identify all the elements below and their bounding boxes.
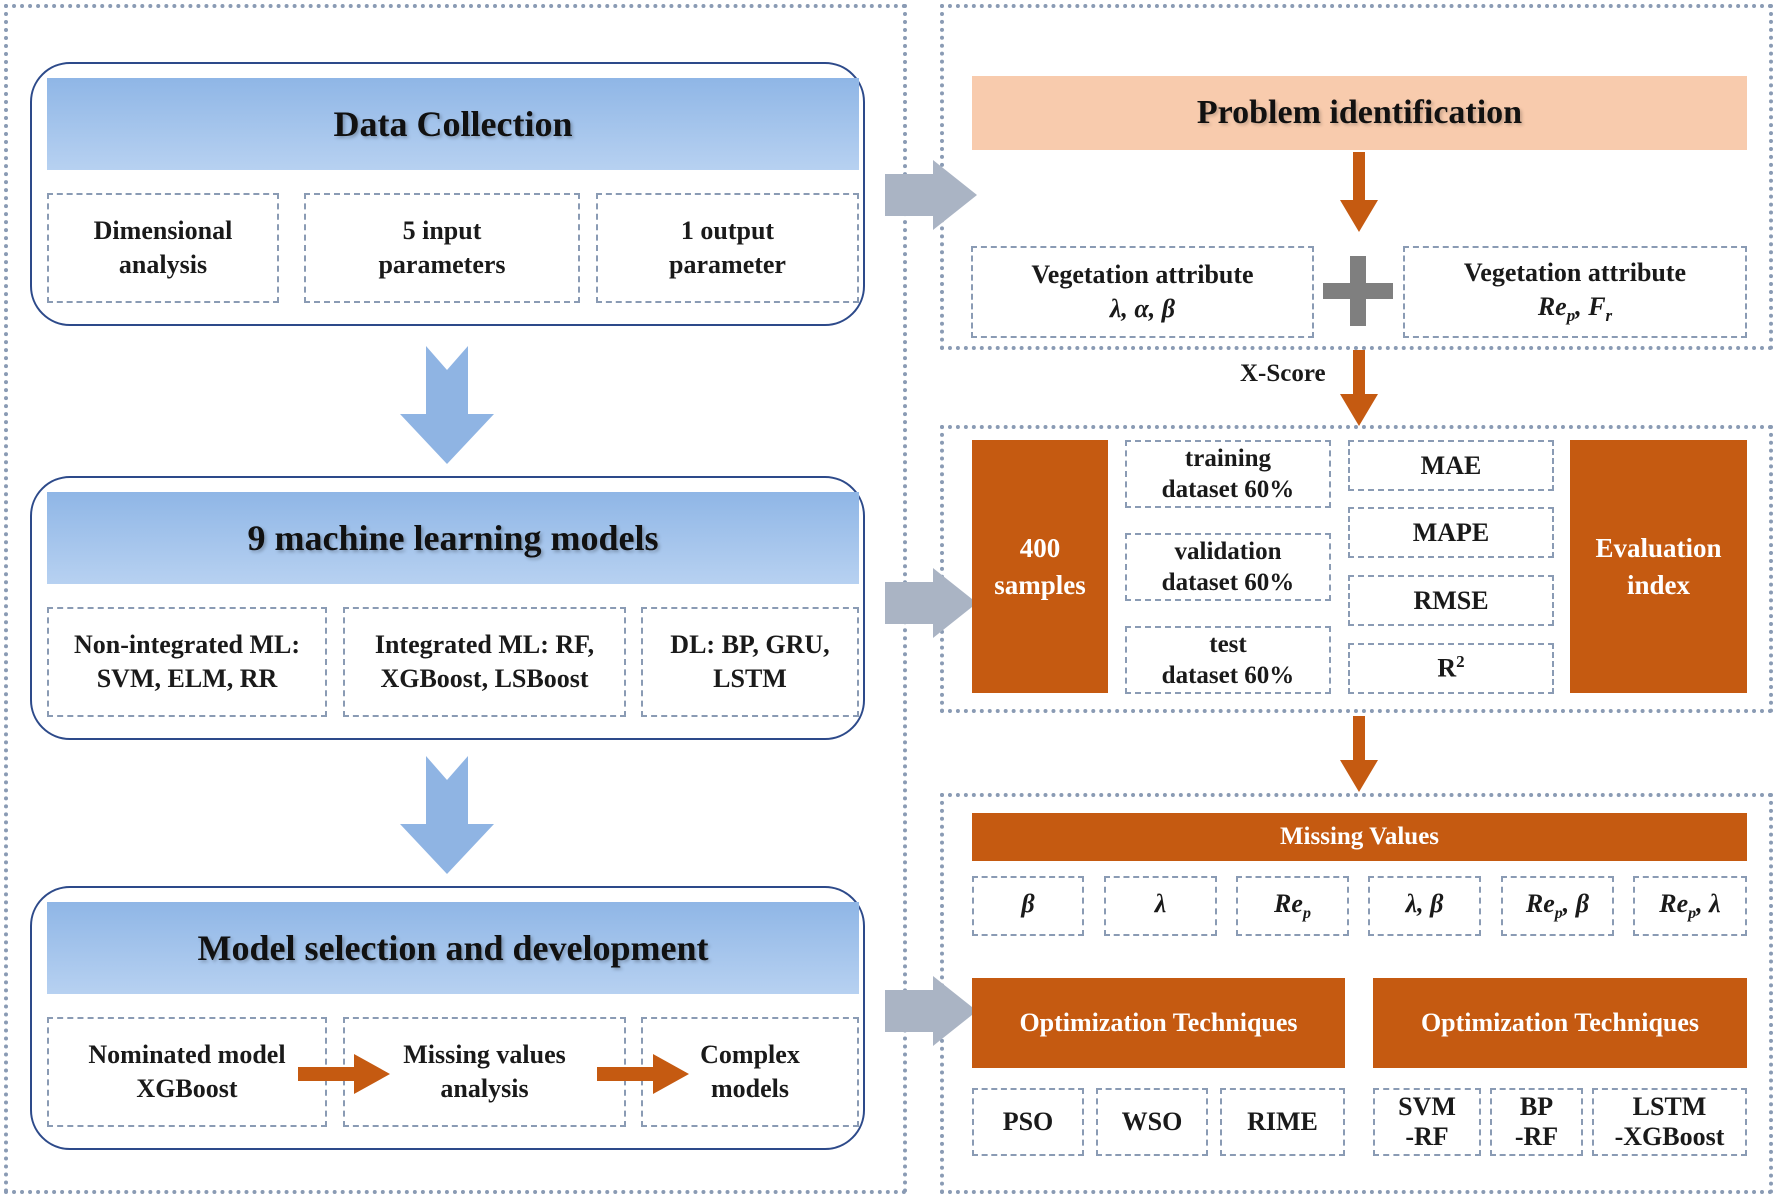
xscore-label: X-Score bbox=[1240, 360, 1326, 387]
connector-arrow-top bbox=[885, 160, 977, 230]
samples-down-arrow bbox=[1340, 716, 1378, 792]
missing-case-rep: Rep bbox=[1236, 876, 1349, 936]
down-arrow-2 bbox=[400, 756, 494, 874]
metric-mape: MAPE bbox=[1348, 507, 1554, 558]
problem-down-arrow bbox=[1340, 152, 1378, 232]
connector-arrow-bottom bbox=[885, 976, 977, 1046]
optimization-techniques-left-title: Optimization Techniques bbox=[972, 978, 1345, 1068]
problem-identification-title: Problem identification bbox=[972, 76, 1747, 150]
deep-learning-box: DL: BP, GRU,LSTM bbox=[641, 607, 859, 717]
xscore-down-arrow bbox=[1340, 350, 1378, 426]
samples-panel-frame bbox=[940, 425, 1773, 713]
down-arrow-1 bbox=[400, 346, 494, 464]
complex-svm-rf: SVM-RF bbox=[1373, 1088, 1481, 1156]
missing-values-title: Missing Values bbox=[972, 813, 1747, 861]
data-collection-title: Data Collection bbox=[47, 78, 859, 170]
missing-case-beta: β bbox=[972, 876, 1084, 936]
missing-case-rep-beta: Rep, β bbox=[1501, 876, 1614, 936]
missing-case-rep-lambda: Rep, λ bbox=[1633, 876, 1747, 936]
flow-arrow-right-1 bbox=[298, 1054, 390, 1094]
vegetation-attribute-left-box: Vegetation attribute λ, α, β bbox=[971, 246, 1314, 338]
missing-case-lambda-beta: λ, β bbox=[1368, 876, 1481, 936]
plus-icon bbox=[1323, 256, 1393, 326]
opt-pso: PSO bbox=[972, 1088, 1084, 1156]
complex-lstm-xgboost: LSTM-XGBoost bbox=[1592, 1088, 1747, 1156]
complex-bp-rf: BP-RF bbox=[1490, 1088, 1583, 1156]
metric-r-squared: R2 bbox=[1348, 643, 1554, 694]
connector-arrow-middle bbox=[885, 568, 977, 638]
metric-rmse: RMSE bbox=[1348, 575, 1554, 626]
flow-arrow-right-2 bbox=[597, 1054, 689, 1094]
optimization-techniques-right-title: Optimization Techniques bbox=[1373, 978, 1747, 1068]
non-integrated-ml-box: Non-integrated ML:SVM, ELM, RR bbox=[47, 607, 327, 717]
ml-models-title: 9 machine learning models bbox=[47, 492, 859, 584]
opt-wso: WSO bbox=[1096, 1088, 1208, 1156]
integrated-ml-box: Integrated ML: RF,XGBoost, LSBoost bbox=[343, 607, 626, 717]
metric-mae: MAE bbox=[1348, 440, 1554, 491]
model-selection-title: Model selection and development bbox=[47, 902, 859, 994]
vegetation-attribute-right-box: Vegetation attribute Rep, Fr bbox=[1403, 246, 1747, 338]
missing-case-lambda: λ bbox=[1104, 876, 1217, 936]
opt-rime: RIME bbox=[1220, 1088, 1345, 1156]
